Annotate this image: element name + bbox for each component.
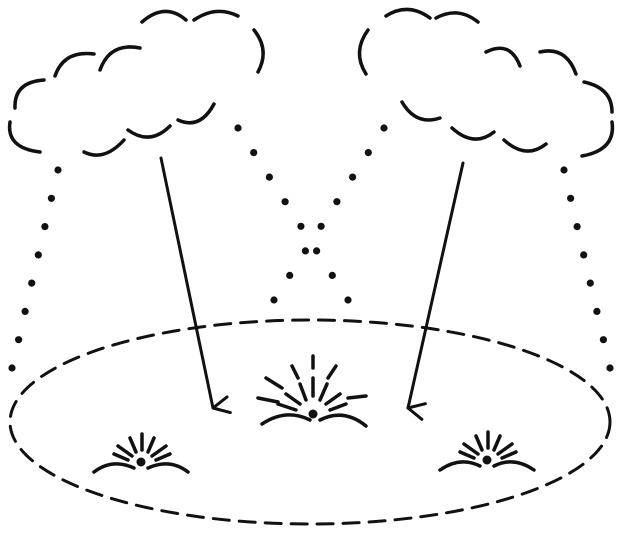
dot [365,149,372,156]
dot [250,149,257,156]
dot [587,280,594,287]
cloud-right [359,9,612,156]
dot [8,364,15,371]
dot [282,198,289,205]
arrow-left [161,158,213,408]
dot [606,364,613,371]
dot [580,251,587,258]
dotted-lines [8,124,613,371]
dot [567,195,574,202]
dot [266,174,273,181]
dot [333,198,340,205]
dot [286,272,293,279]
dot [28,280,35,287]
dot [48,195,55,202]
sprout-right [440,432,534,470]
dot [270,296,277,303]
dot [302,247,309,254]
ellipse-boundary [10,320,610,524]
dot [313,247,320,254]
dot [297,223,304,230]
dot [15,336,22,343]
dotted-line-left-outer [8,166,61,371]
arrow-right [408,163,463,408]
dot [574,223,581,230]
dot [318,223,325,230]
dot [349,174,356,181]
dot [41,223,48,230]
dot [600,336,607,343]
cloud-left [10,11,264,155]
dot [329,272,336,279]
sprout-center [258,356,366,426]
dot [234,124,241,131]
dot [380,124,387,131]
dot [344,296,351,303]
dot [22,308,29,315]
dot [593,308,600,315]
dot [54,166,61,173]
dotted-line-right-outer [560,166,613,371]
dot [560,166,567,173]
sprout-left [94,434,188,472]
dot [35,251,42,258]
